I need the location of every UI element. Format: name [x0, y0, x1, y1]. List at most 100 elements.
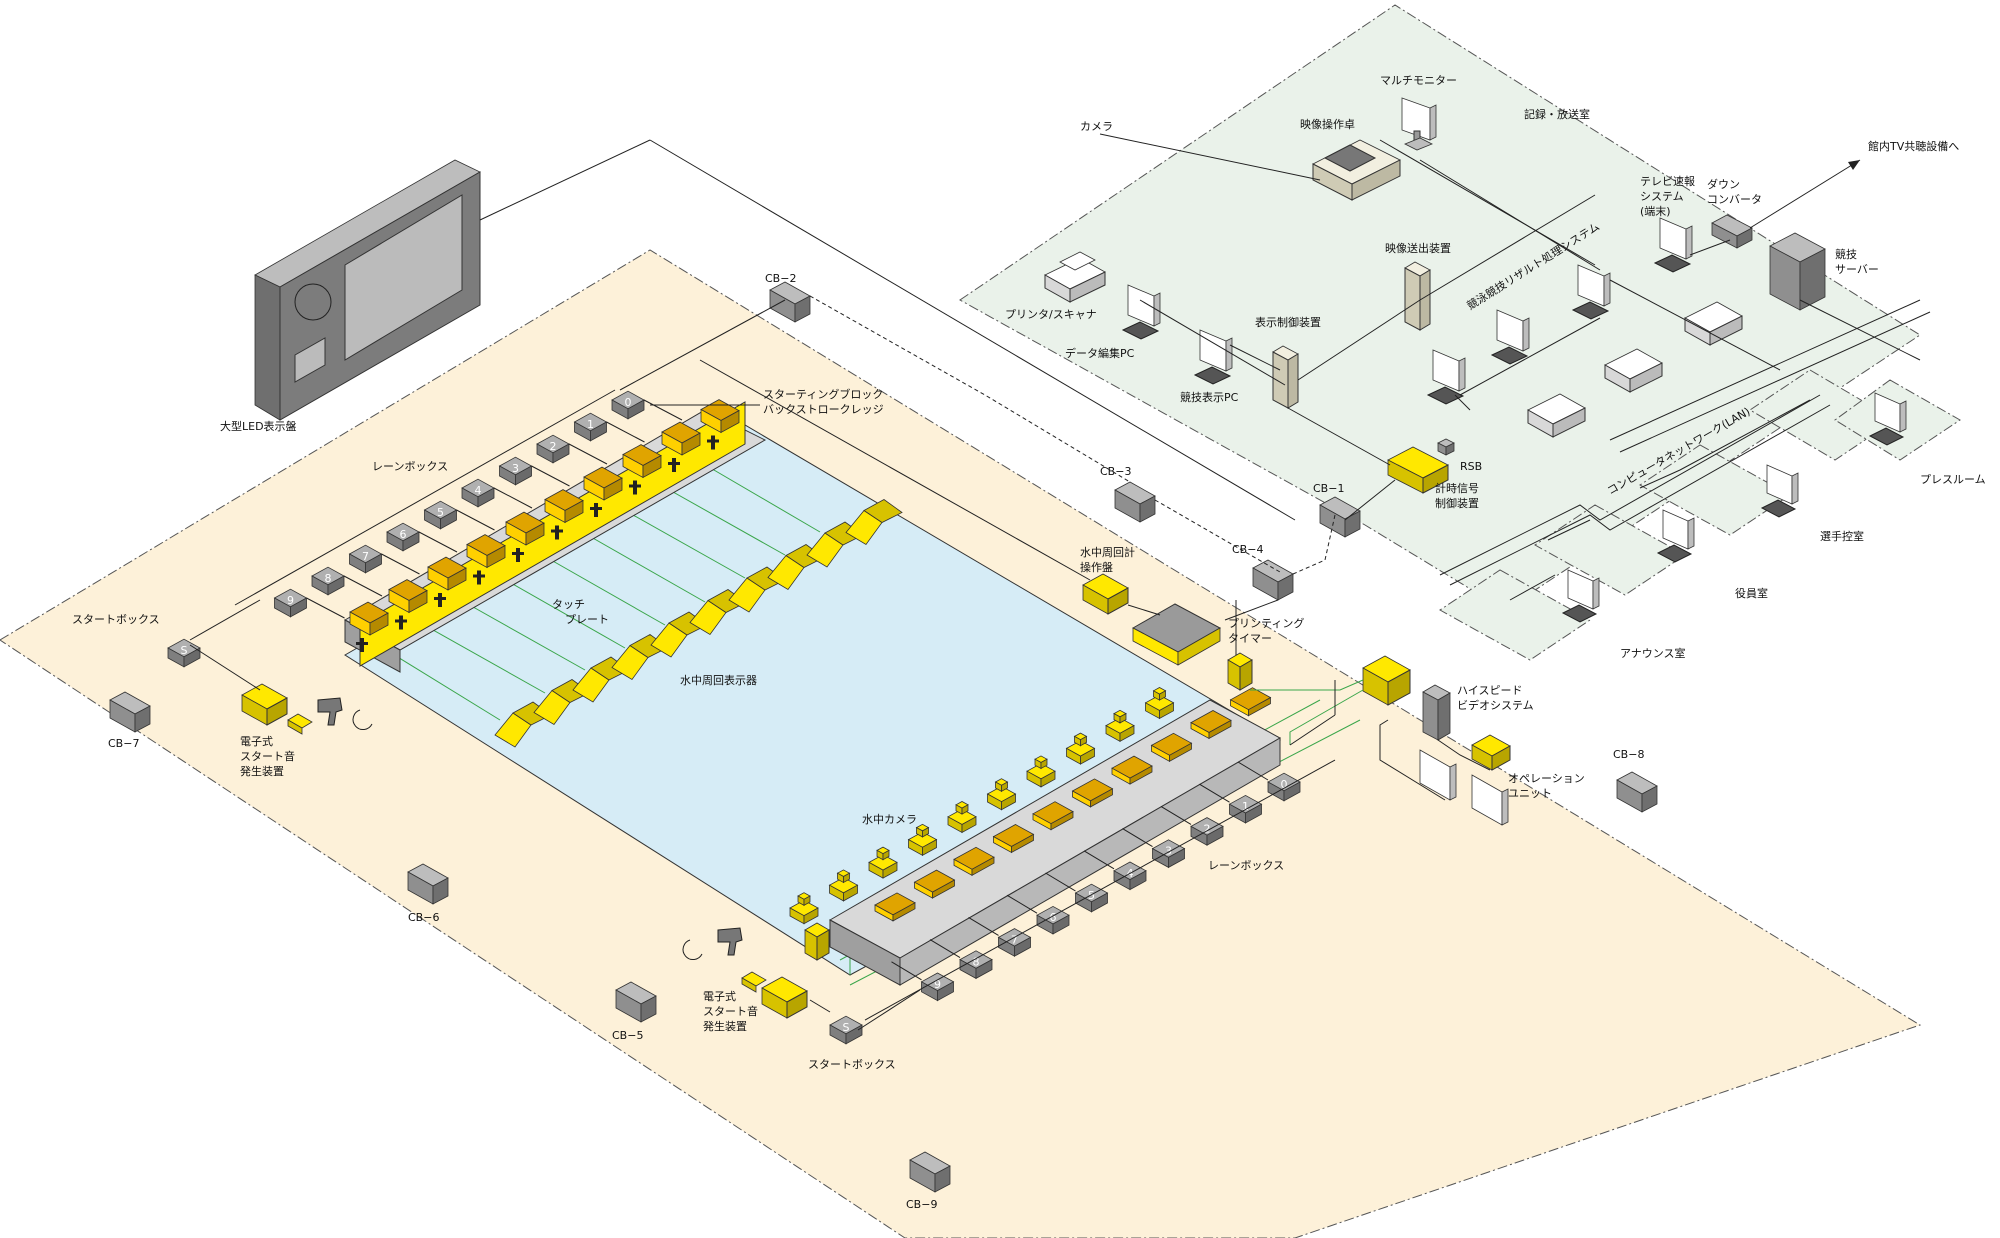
printer-b — [1604, 348, 1663, 393]
room-announce — [1439, 569, 1591, 661]
control-room-area — [959, 4, 1921, 611]
cb6-box — [407, 863, 449, 905]
control-pc-b — [1571, 264, 1611, 320]
athlete-room-label: 選手控室 — [1820, 529, 1864, 543]
lap-counter-panel — [1082, 573, 1129, 615]
control-pc-a — [1490, 309, 1530, 365]
video-sender-label: 映像送出装置 — [1385, 241, 1451, 255]
operation-monitor — [1471, 774, 1509, 826]
lane-box-bottom-6 — [1036, 905, 1070, 935]
lap-counter-label-1: 水中周回計 — [1080, 545, 1135, 559]
lane-box-bottom-8 — [959, 950, 993, 980]
press-room-label: プレスルーム — [1920, 473, 1986, 486]
block-marking — [590, 507, 602, 510]
timing-control-label-1: 計時信号 — [1435, 481, 1479, 495]
lane-box-bottom-1 — [1228, 794, 1263, 824]
operation-label-1: オペレーション — [1508, 772, 1585, 785]
starting-block-bottom — [953, 846, 995, 876]
lane-box-top-8 — [311, 566, 345, 596]
underwater-camera — [907, 831, 938, 856]
starting-block-bottom — [913, 869, 956, 899]
lap-displays — [494, 499, 903, 748]
lan-cabling — [1439, 299, 1931, 601]
timing-control-label-2: 制御装置 — [1435, 496, 1479, 510]
cb7-label: CB−7 — [108, 737, 139, 750]
cb7-box — [109, 691, 151, 733]
start-sound-bottom-3: 発生装置 — [703, 1019, 747, 1033]
video-console — [1312, 139, 1401, 201]
lane-box-bottom-3 — [1151, 839, 1186, 869]
official-room-pc — [1656, 509, 1695, 563]
start-sound-bottom-2: スタート音 — [703, 1004, 758, 1018]
tv-flash-pc — [1653, 217, 1693, 273]
cb9-label: CB−9 — [906, 1198, 937, 1211]
top-starting-blocks — [349, 399, 740, 652]
starting-block-bottom — [1150, 732, 1193, 762]
block-marking — [434, 597, 446, 600]
starting-block-top — [427, 556, 467, 591]
cb1-label: CB−1 — [1313, 482, 1344, 495]
cb8-label: CB−8 — [1613, 748, 1644, 761]
remote-rooms — [1439, 369, 1961, 661]
bottom-block-platform — [828, 699, 1282, 986]
control-room-wiring — [1139, 139, 1921, 521]
lane-box-number: 1 — [1242, 800, 1249, 813]
press-room-pc-2 — [1760, 464, 1799, 518]
lane-box-number: 6 — [1050, 911, 1057, 924]
starting-block-top — [466, 534, 506, 569]
cb4-label: CB−4 — [1232, 543, 1263, 556]
tv-flash-label-2: システム — [1640, 190, 1684, 203]
video-console-label: 映像操作卓 — [1300, 117, 1355, 131]
block-marking — [551, 529, 563, 533]
block-marking — [395, 619, 407, 623]
lane-box-top-9 — [273, 588, 308, 618]
lane-box-number: 0 — [625, 396, 632, 409]
underwater-camera — [1144, 694, 1175, 720]
underwater-lap-display — [572, 656, 630, 703]
underwater-cameras — [789, 687, 1175, 925]
competition-server — [1769, 232, 1826, 311]
lane-box-number: S — [843, 1021, 850, 1034]
down-converter-label-1: ダウン — [1707, 177, 1740, 191]
cb3-label: CB−3 — [1100, 465, 1131, 478]
underwater-camera-head — [994, 778, 1009, 792]
start-sound-top-1: 電子式 — [240, 735, 273, 748]
lane-box-top-7 — [348, 544, 383, 574]
rsb-box — [1437, 438, 1455, 456]
underwater-camera — [828, 877, 859, 902]
lane-box-number: 9 — [934, 978, 941, 991]
in-house-tv-label: 館内TV共聴設備へ — [1868, 139, 1959, 153]
cb2-box — [769, 281, 811, 323]
room-official — [1534, 504, 1686, 596]
lane-box-top-0 — [611, 390, 645, 420]
underwater-lap-display — [767, 544, 825, 591]
announce-room-pc — [1561, 569, 1600, 623]
lane-box-bottom-0 — [1267, 772, 1301, 802]
lane-box-bottom-5 — [1074, 883, 1109, 913]
competition-server-label-1: 競技 — [1835, 247, 1857, 261]
cb5-label: CB−5 — [612, 1029, 643, 1042]
lane-box-number: 3 — [512, 462, 519, 475]
underwater-camera-head — [1152, 687, 1167, 701]
underwater-camera-head — [955, 801, 969, 815]
multi-monitor-label: マルチモニター — [1380, 74, 1457, 87]
printer-c — [1684, 301, 1743, 346]
underwater-camera — [1105, 717, 1135, 742]
room-press — [1749, 369, 1896, 461]
printing-timer — [1131, 603, 1222, 666]
block-marking — [356, 642, 368, 645]
lane-box-number: 8 — [325, 572, 332, 585]
down-converter-label-2: コンバータ — [1707, 193, 1762, 206]
starting-block-top — [544, 489, 584, 524]
lane-box-top-S — [167, 638, 201, 668]
result-pc — [1426, 349, 1466, 405]
lane-box-number: 1 — [587, 418, 594, 431]
video-sender-rack — [1404, 261, 1431, 331]
starting-block-top — [505, 511, 545, 546]
operation-label-2: ユニット — [1508, 787, 1552, 800]
starting-block-label-2: バックストロークレッジ — [763, 403, 884, 416]
cb8-box — [1616, 771, 1658, 813]
highspeed-video-unit — [1362, 655, 1411, 706]
underwater-camera-head — [1034, 755, 1048, 770]
